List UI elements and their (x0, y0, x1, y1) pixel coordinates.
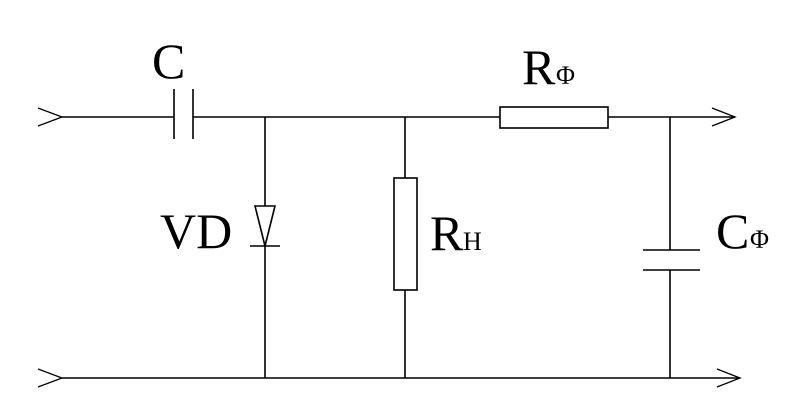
label-r-phi-sub: Φ (556, 61, 575, 90)
label-r-phi-main: R (522, 39, 556, 95)
output-bottom-arrow (716, 368, 742, 388)
label-c-phi: C Φ (716, 203, 769, 259)
input-bottom-arrow (37, 368, 64, 388)
output-top-arrow (711, 107, 737, 127)
label-r-h-main: R (430, 205, 464, 261)
label-r-phi: R Φ (522, 39, 575, 95)
label-vd: VD (160, 203, 232, 259)
resistor-r-h (393, 117, 418, 378)
capacitor-c (173, 89, 194, 139)
label-r-h: R H (430, 205, 482, 261)
input-top-arrow (37, 107, 64, 127)
label-c-phi-main: C (716, 203, 749, 259)
resistor-r-phi (499, 106, 609, 129)
label-r-h-sub: H (463, 227, 482, 256)
label-c-phi-sub: Φ (750, 225, 769, 254)
capacitor-c-phi (643, 117, 700, 378)
label-c: C (152, 33, 185, 89)
diode-vd (250, 117, 280, 378)
